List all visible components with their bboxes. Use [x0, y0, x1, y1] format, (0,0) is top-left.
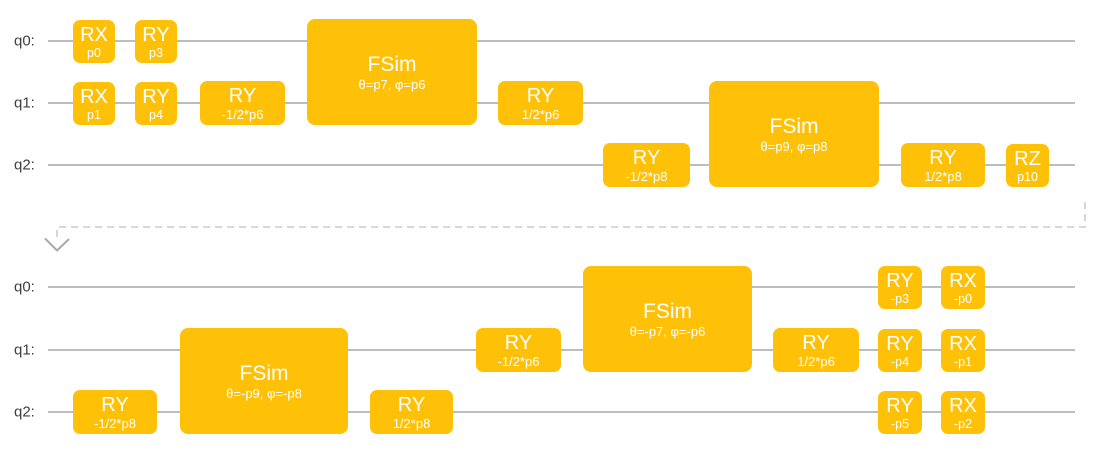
- gate-param: 1/2*p8: [924, 168, 962, 184]
- gate-ry: RY-1/2*p8: [603, 143, 690, 187]
- gate-name: RY: [101, 393, 129, 416]
- gate-ry: RY-1/2*p6: [476, 328, 561, 372]
- gate-param: θ=p9, φ=p8: [760, 139, 828, 154]
- gate-param: 1/2*p8: [392, 415, 431, 431]
- gate-name: RY: [929, 146, 957, 169]
- gate-rx: RX-p1: [941, 329, 985, 372]
- gate-name: RY: [886, 269, 914, 292]
- gate-ry: RY-1/2*p6: [200, 81, 285, 125]
- gate-rx: RX-p0: [941, 266, 985, 309]
- gate-ry: RY-p5: [878, 391, 922, 434]
- gate-param: -p2: [953, 416, 973, 431]
- gate-name: RY: [526, 84, 555, 107]
- gate-ry: RY-p4: [878, 329, 922, 372]
- gate-param: -p3: [890, 291, 910, 306]
- qubit-label: q1:: [14, 341, 35, 359]
- gate-name: RX: [949, 269, 977, 292]
- qubit-label: q1:: [14, 94, 35, 112]
- gate-param: θ=p7, φ=p6: [358, 77, 426, 92]
- gate-name: RY: [632, 146, 661, 169]
- qubit-label: q0:: [14, 278, 35, 296]
- qubit-label: q2:: [14, 156, 35, 174]
- gate-param: p10: [1017, 169, 1038, 184]
- gate-name: RX: [80, 23, 108, 46]
- gate-name: RX: [80, 85, 108, 108]
- gate-param: -p5: [890, 416, 910, 431]
- gate-rx: RX-p2: [941, 391, 985, 434]
- gate-param: p4: [149, 107, 163, 122]
- qubit-wire: [48, 286, 1075, 288]
- gate-param: 1/2*p6: [797, 353, 835, 369]
- gate-param: -1/2*p6: [497, 353, 540, 369]
- gate-name: RX: [949, 394, 977, 417]
- gate-name: RY: [802, 331, 830, 354]
- gate-name: FSim: [643, 300, 692, 323]
- gate-name: RY: [886, 332, 914, 355]
- gate-param: θ=-p9, φ=-p8: [226, 386, 302, 401]
- gate-param: -1/2*p6: [221, 106, 264, 122]
- qubit-wire: [48, 349, 1075, 351]
- gate-param: -p0: [953, 291, 973, 306]
- gate-ry: RY-1/2*p8: [73, 390, 157, 434]
- gate-param: p3: [149, 45, 163, 60]
- gate-name: FSim: [239, 362, 289, 385]
- gate-param: -p1: [953, 354, 973, 369]
- gate-param: -p4: [890, 354, 910, 369]
- gate-param: -1/2*p8: [625, 168, 668, 184]
- gate-name: RY: [504, 331, 533, 354]
- chevron-down-icon: [44, 238, 70, 252]
- gate-param: p0: [87, 45, 101, 60]
- gate-name: RY: [397, 393, 426, 416]
- gate-param: θ=-p7, φ=-p6: [629, 324, 706, 339]
- qubit-wire: [48, 411, 1075, 413]
- gate-name: RY: [142, 23, 170, 46]
- qubit-wire: [48, 40, 1075, 42]
- wrap-dashed-line: [56, 202, 1086, 237]
- gate-name: RX: [949, 332, 977, 355]
- qubit-wire: [48, 164, 1075, 166]
- gate-name: RY: [228, 84, 257, 107]
- qubit-label: q0:: [14, 32, 35, 50]
- gate-param: -1/2*p8: [94, 415, 136, 431]
- gate-name: FSim: [769, 115, 819, 138]
- gate-ry: RY-p3: [878, 266, 922, 309]
- gate-param: p1: [87, 107, 101, 122]
- gate-name: RZ: [1014, 147, 1041, 170]
- gate-name: FSim: [367, 53, 417, 76]
- qubit-label: q2:: [14, 403, 35, 421]
- gate-name: RY: [886, 394, 914, 417]
- gate-param: 1/2*p6: [521, 106, 560, 122]
- gate-name: RY: [142, 85, 170, 108]
